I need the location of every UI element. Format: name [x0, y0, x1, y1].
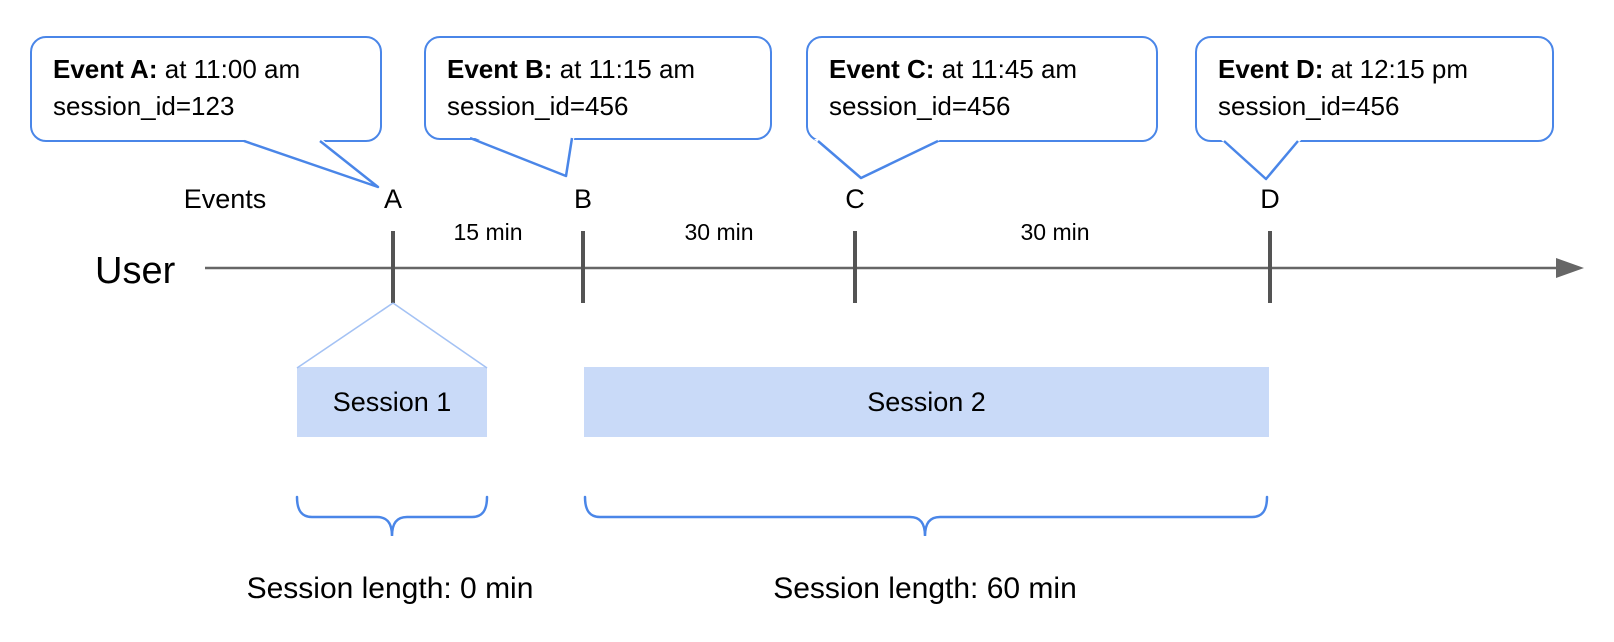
- session-1-length-label: Session length: 0 min: [246, 572, 534, 605]
- event-tick-marks: [391, 231, 1272, 303]
- callout-tail-d: [1223, 140, 1299, 181]
- callout-event-a-title: Event A:: [53, 54, 158, 84]
- session-1-funnel: [296, 302, 488, 369]
- callout-tail-b: [469, 136, 574, 178]
- callout-event-d-title: Event D:: [1218, 54, 1324, 84]
- callout-event-b-time: at 11:15 am: [559, 54, 696, 84]
- callout-event-a-session: session_id=123: [53, 91, 235, 121]
- session-length-braces: [295, 495, 1269, 537]
- events-row-label: Events: [183, 184, 267, 214]
- callout-tails: [242, 135, 1302, 189]
- callout-event-b: Event B: at 11:15 am session_id=456: [424, 36, 772, 140]
- session-2-label: Session 2: [867, 386, 986, 417]
- callout-event-a: Event A: at 11:00 am session_id=123: [30, 36, 382, 142]
- callout-event-d-time: at 12:15 pm: [1330, 54, 1469, 84]
- callout-event-d-line1: Event D: at 12:15 pm: [1218, 51, 1532, 88]
- session-1-brace: [295, 495, 489, 537]
- event-letter-d: D: [1260, 184, 1280, 214]
- callout-event-d-session: session_id=456: [1218, 91, 1400, 121]
- callout-event-c-session: session_id=456: [829, 91, 1011, 121]
- callout-tail-a: [243, 139, 380, 189]
- session-2-box: Session 2: [584, 367, 1269, 437]
- callout-event-c-time: at 11:45 am: [941, 54, 1078, 84]
- event-letter-b: B: [573, 184, 593, 214]
- callout-event-b-session: session_id=456: [447, 91, 629, 121]
- callout-event-c-line1: Event C: at 11:45 am: [829, 51, 1136, 88]
- callout-event-a-time: at 11:00 am: [164, 54, 301, 84]
- session-1-label: Session 1: [332, 386, 452, 417]
- gap-label-a-b: 15 min: [453, 219, 523, 245]
- callout-event-c-title: Event C:: [829, 54, 935, 84]
- callout-event-d: Event D: at 12:15 pm session_id=456: [1195, 36, 1554, 142]
- callout-event-b-title: Event B:: [447, 54, 553, 84]
- user-axis-label: User: [95, 250, 176, 292]
- timeline-arrowhead-icon: [1556, 258, 1584, 278]
- user-timeline-axis: [205, 258, 1584, 278]
- session-2-length-label: Session length: 60 min: [773, 572, 1077, 605]
- callout-tail-c: [817, 139, 939, 180]
- gap-label-b-c: 30 min: [684, 219, 754, 245]
- event-letter-a: A: [383, 184, 403, 214]
- session-2-brace: [583, 495, 1269, 537]
- session-1-box: Session 1: [297, 367, 487, 437]
- callout-event-a-line1: Event A: at 11:00 am: [53, 51, 360, 88]
- callout-event-b-line1: Event B: at 11:15 am: [447, 51, 750, 88]
- gap-label-c-d: 30 min: [1020, 219, 1090, 245]
- event-letter-c: C: [845, 184, 865, 214]
- callout-event-c: Event C: at 11:45 am session_id=456: [806, 36, 1158, 142]
